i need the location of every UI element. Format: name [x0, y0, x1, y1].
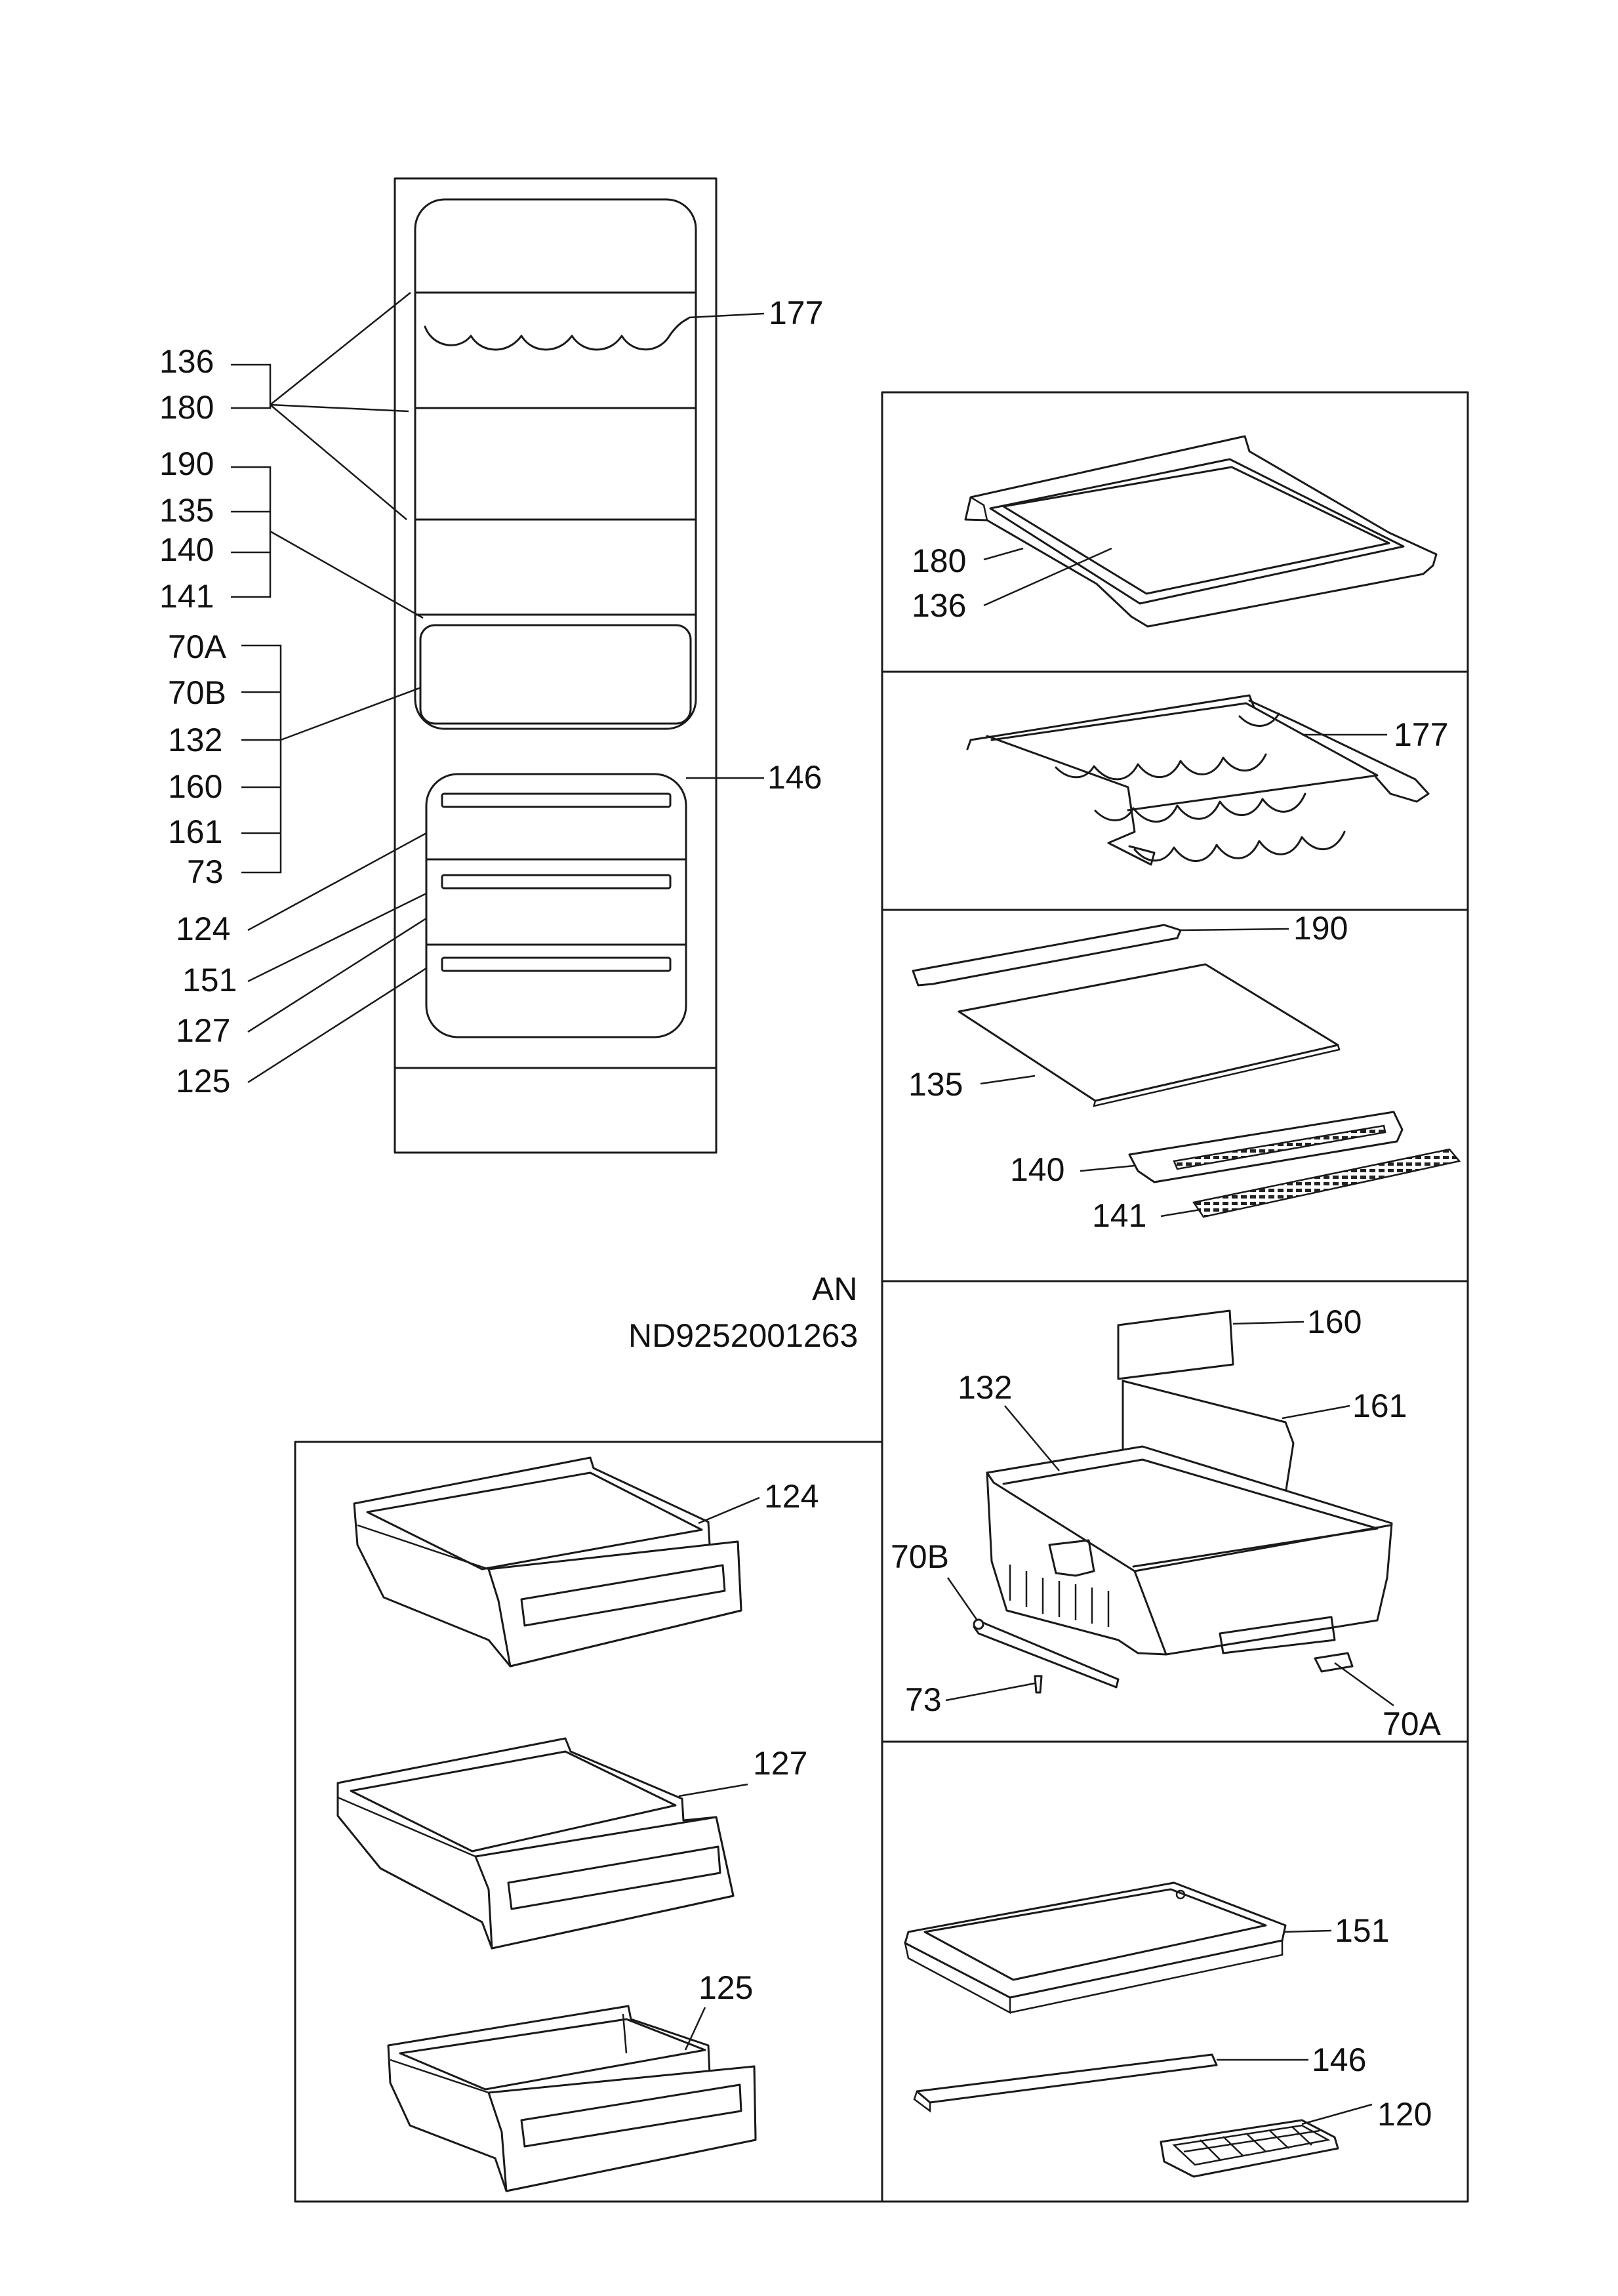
label-161-left: 161	[168, 813, 222, 850]
label-70B: 70B	[891, 1538, 949, 1575]
part-wine-rack-177: 177	[966, 694, 1448, 866]
label-180-left: 180	[159, 389, 214, 426]
label-125-left: 125	[176, 1063, 230, 1099]
part-tray-151: 151	[904, 1881, 1389, 2015]
label-132: 132	[958, 1369, 1012, 1406]
label-124: 124	[764, 1478, 819, 1515]
label-120: 120	[1377, 2096, 1432, 2133]
right-panels-frame	[294, 391, 1469, 2203]
part-drawer-127: 127	[336, 1737, 807, 1950]
label-127: 127	[753, 1745, 807, 1782]
label-190: 190	[1293, 910, 1348, 947]
label-124-left: 124	[176, 911, 230, 947]
label-177-left: 177	[769, 295, 823, 331]
label-70B-left: 70B	[168, 674, 226, 711]
label-135-left: 135	[159, 492, 214, 529]
label-140-left: 140	[159, 531, 214, 568]
label-180: 180	[912, 543, 966, 579]
label-136-left: 136	[159, 343, 214, 380]
fridge-overview	[394, 177, 718, 1154]
label-136: 136	[912, 587, 966, 624]
label-160: 160	[1307, 1303, 1362, 1340]
label-146: 146	[1312, 2041, 1366, 2078]
label-161: 161	[1352, 1387, 1407, 1424]
part-drawer-124: 124	[353, 1456, 819, 1668]
label-146-left: 146	[767, 759, 822, 796]
part-crisper-bin-132: 160 161 132 70B 73 70A	[891, 1303, 1442, 1742]
part-glass-shelf-180-136: 180 136	[912, 435, 1438, 628]
label-135: 135	[908, 1066, 963, 1103]
code-an: AN	[812, 1271, 857, 1307]
label-141: 141	[1092, 1197, 1146, 1234]
label-132-left: 132	[168, 722, 222, 758]
overview-labels: 136 180 190 135 140 141 70A 70B 132 160 …	[159, 292, 823, 1099]
label-151-left: 151	[182, 962, 237, 998]
label-140: 140	[1010, 1151, 1064, 1188]
label-190-left: 190	[159, 445, 214, 482]
label-177: 177	[1394, 716, 1448, 753]
label-141-left: 141	[159, 578, 214, 615]
label-70A-left: 70A	[168, 628, 227, 665]
part-ice-tray-120: 120	[1160, 2096, 1432, 2178]
code-drawing-number: ND9252001263	[628, 1317, 858, 1354]
label-73-left: 73	[187, 853, 224, 890]
label-151: 151	[1335, 1912, 1389, 1949]
label-160-left: 160	[168, 768, 222, 805]
part-shelf-135-trims: 190 135 140 141	[908, 910, 1461, 1234]
part-rail-146: 146	[913, 2041, 1366, 2113]
label-70A: 70A	[1383, 1706, 1442, 1742]
label-125: 125	[698, 1969, 753, 2006]
label-73: 73	[905, 1681, 942, 1718]
label-127-left: 127	[176, 1012, 230, 1049]
part-drawer-125: 125	[387, 1969, 757, 2192]
